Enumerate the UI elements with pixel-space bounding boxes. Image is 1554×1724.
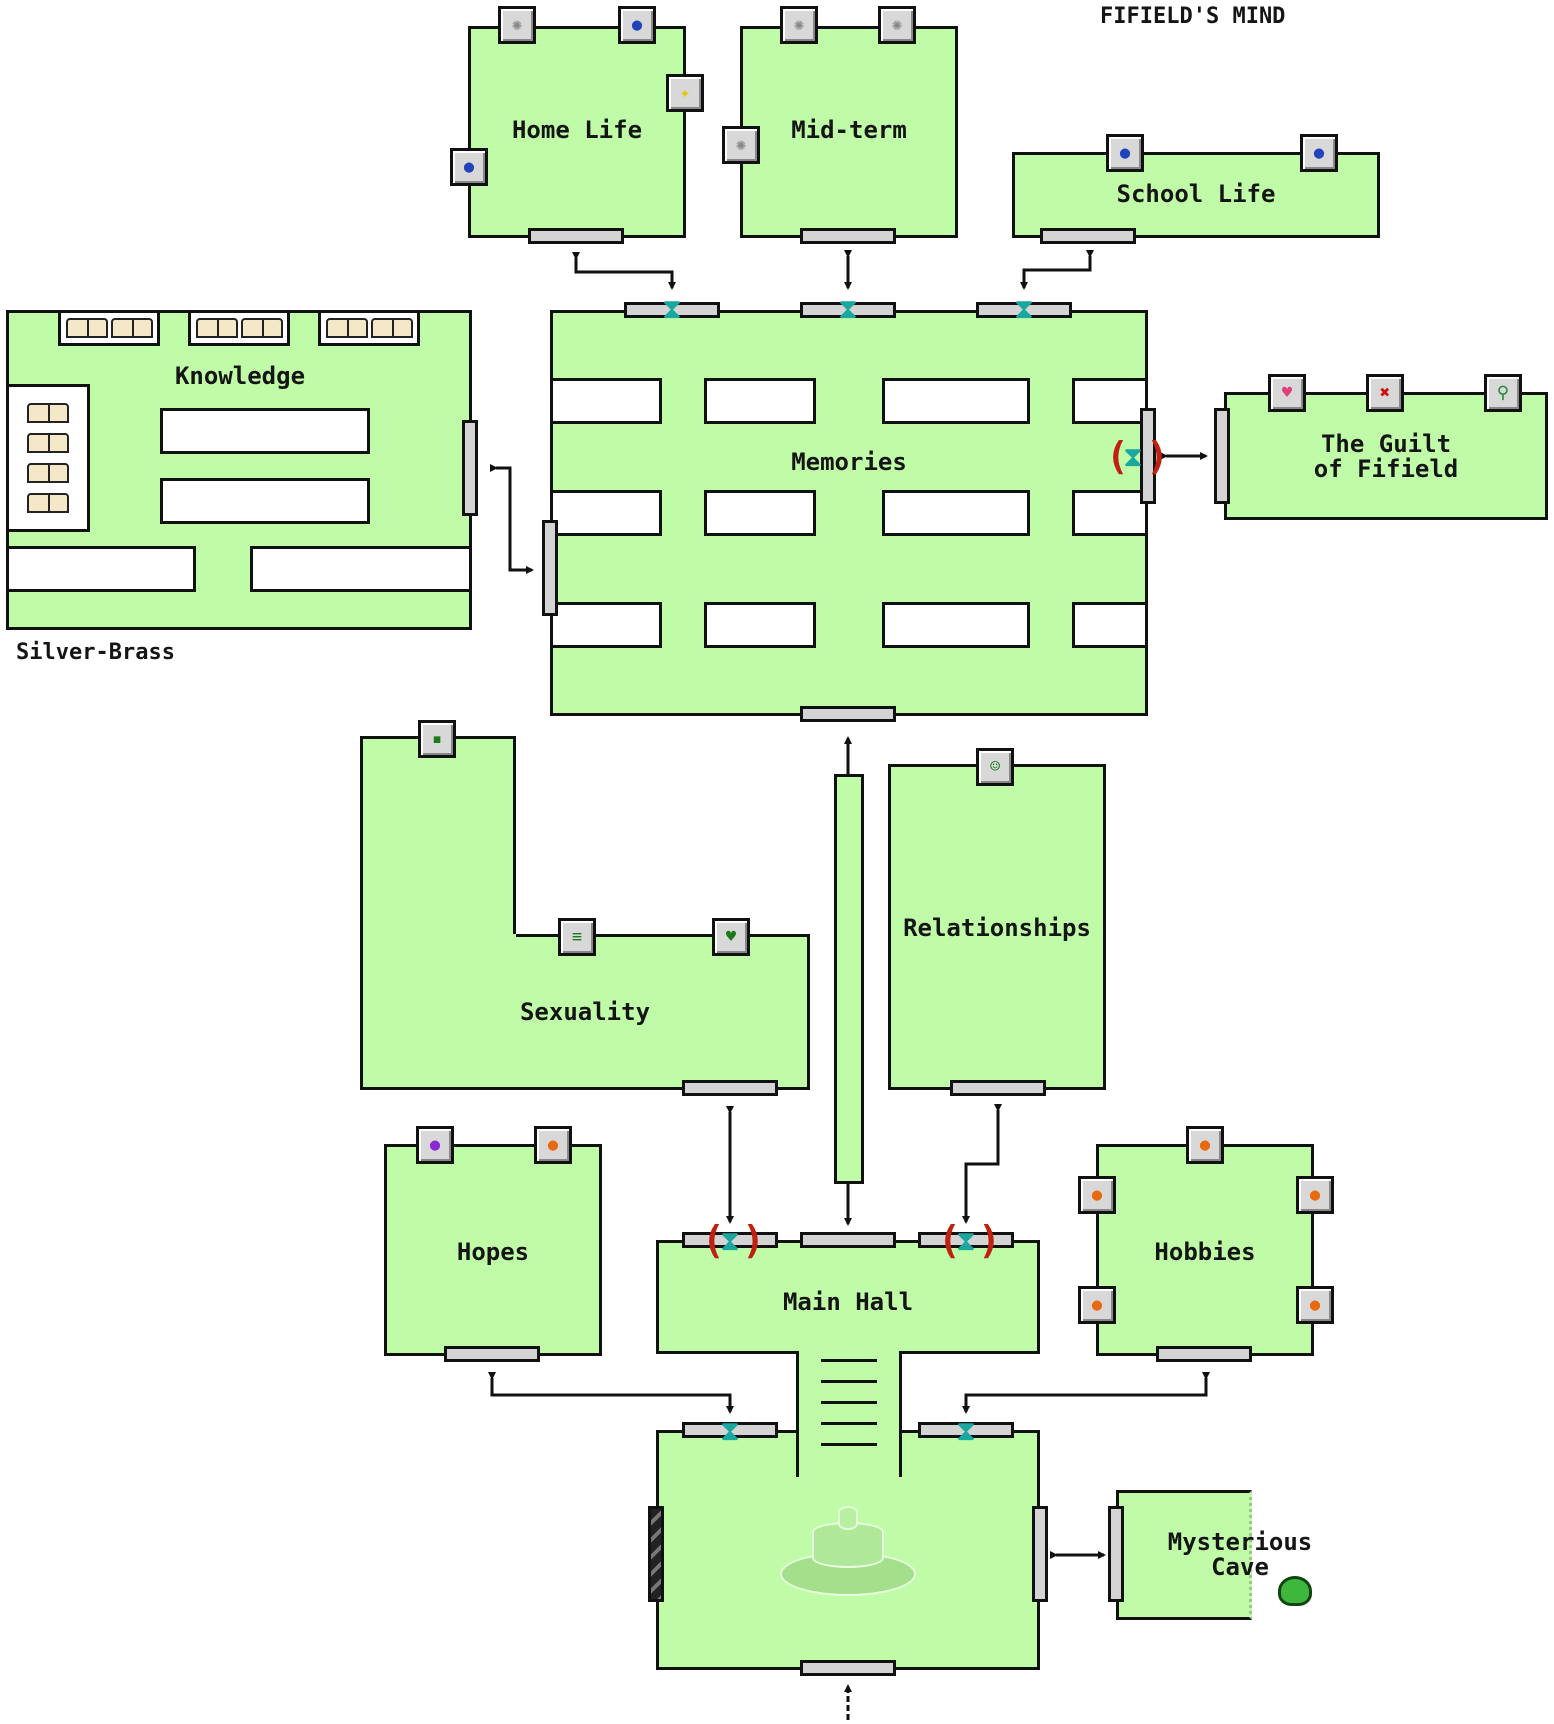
room-main-hall-label: Main Hall <box>656 1290 1040 1315</box>
bookshelf-vertical[interactable] <box>6 384 90 532</box>
memory-slot[interactable] <box>882 602 1030 648</box>
room-home-life-label: Home Life <box>468 118 686 143</box>
bookshelf[interactable] <box>318 310 420 346</box>
hourglass-icon: ⧗ <box>719 1414 741 1448</box>
knowledge-slot[interactable] <box>250 546 472 592</box>
blue-orb-icon[interactable]: ● <box>618 6 656 44</box>
orange-flame-icon[interactable]: ● <box>1078 1286 1116 1324</box>
room-hobbies-label: Hobbies <box>1096 1240 1314 1265</box>
door-mid-term[interactable] <box>800 228 896 244</box>
sparkle-icon[interactable]: ✺ <box>498 6 536 44</box>
room-mid-term-label: Mid-term <box>740 118 958 143</box>
locked-door-left[interactable] <box>648 1506 664 1602</box>
door-sexuality[interactable] <box>682 1080 778 1096</box>
door-courtyard-right[interactable] <box>1032 1506 1048 1602</box>
blue-orb-icon[interactable]: ● <box>1300 134 1338 172</box>
hourglass-icon: ⧗ <box>661 292 683 326</box>
red-x-icon[interactable]: ✖ <box>1366 374 1404 412</box>
sparkle-icon[interactable]: ✺ <box>878 6 916 44</box>
door-hobbies[interactable] <box>1156 1346 1252 1362</box>
door-guilt[interactable] <box>1214 408 1230 504</box>
memory-slot[interactable] <box>1072 378 1148 424</box>
door-knowledge[interactable] <box>462 420 478 516</box>
blue-orb-icon[interactable]: ● <box>450 148 488 186</box>
arrow-schoollife-memories <box>1024 256 1090 288</box>
arrow-hopes-fountain <box>492 1378 730 1412</box>
heart-icon[interactable]: ♥ <box>1268 374 1306 412</box>
memory-slot[interactable] <box>704 602 816 648</box>
door-entrance[interactable] <box>800 1660 896 1676</box>
room-relationships-label: Relationships <box>888 916 1106 941</box>
wall <box>513 736 516 937</box>
memory-slot[interactable] <box>1072 490 1148 536</box>
orange-flame-icon[interactable]: ● <box>1078 1176 1116 1214</box>
green-key-icon[interactable]: ⚲ <box>1484 374 1522 412</box>
room-school-life-label: School Life <box>1012 182 1380 207</box>
hourglass-icon: ⧗ <box>955 1224 977 1258</box>
memory-slot[interactable] <box>550 378 662 424</box>
knowledge-slot[interactable] <box>160 408 370 454</box>
door-memories-left[interactable] <box>542 520 558 616</box>
memory-slot[interactable] <box>1072 602 1148 648</box>
lock-bracket-icon: ) <box>978 1220 1001 1260</box>
arrow-knowledge-memories <box>496 468 532 570</box>
hourglass-icon: ⧗ <box>1122 440 1144 474</box>
memory-slot[interactable] <box>882 378 1030 424</box>
stair-passage[interactable] <box>796 1351 902 1477</box>
room-knowledge-label: Knowledge <box>90 364 390 389</box>
hourglass-icon: ⧗ <box>837 292 859 326</box>
hourglass-icon: ⧗ <box>1013 292 1035 326</box>
door-school-life[interactable] <box>1040 228 1136 244</box>
green-chip-icon[interactable]: ▪ <box>418 720 456 758</box>
green-scroll-icon[interactable]: ≡ <box>558 918 596 956</box>
green-face-icon[interactable]: ☺ <box>976 748 1014 786</box>
sparkle-icon[interactable]: ✺ <box>722 126 760 164</box>
lock-bracket-icon: ) <box>742 1220 765 1260</box>
room-mysterious-cave-label: Mysterious Cave <box>1150 1530 1330 1580</box>
room-guilt-label: The Guilt of Fifield <box>1224 432 1548 482</box>
map-title: FIFIELD'S MIND <box>1100 4 1330 29</box>
memory-slot[interactable] <box>882 490 1030 536</box>
gold-gem-icon[interactable]: ✦ <box>666 74 704 112</box>
bookshelf[interactable] <box>188 310 290 346</box>
memory-slot[interactable] <box>704 490 816 536</box>
arrow-homelife-memories <box>576 258 672 288</box>
room-memories-label: Memories <box>550 450 1148 475</box>
door-hopes[interactable] <box>444 1346 540 1362</box>
room-hopes-label: Hopes <box>384 1240 602 1265</box>
memory-slot[interactable] <box>550 602 662 648</box>
orange-flame-icon[interactable]: ● <box>534 1126 572 1164</box>
sparkle-icon[interactable]: ✺ <box>780 6 818 44</box>
bookshelf[interactable] <box>58 310 160 346</box>
door-mysterious-cave[interactable] <box>1108 1506 1124 1602</box>
purple-creature-icon[interactable]: ● <box>416 1126 454 1164</box>
lock-bracket-icon: ) <box>1146 436 1169 476</box>
hourglass-icon: ⧗ <box>955 1414 977 1448</box>
green-slime-icon[interactable] <box>1278 1576 1312 1606</box>
green-heart-icon[interactable]: ♥ <box>712 918 750 956</box>
location-caption: Silver-Brass <box>16 640 216 665</box>
arrow-hobbies-fountain <box>966 1378 1206 1412</box>
memory-slot[interactable] <box>704 378 816 424</box>
orange-flame-icon[interactable]: ● <box>1296 1286 1334 1324</box>
fountain-icon[interactable] <box>780 1512 916 1596</box>
door-relationships[interactable] <box>950 1080 1046 1096</box>
memory-slot[interactable] <box>550 490 662 536</box>
orange-flame-icon[interactable]: ● <box>1296 1176 1334 1214</box>
room-sexuality-label: Sexuality <box>360 1000 810 1025</box>
door-home-life[interactable] <box>528 228 624 244</box>
door-memories-bottom[interactable] <box>800 706 896 722</box>
arrow-relationships-mainhall <box>966 1110 998 1222</box>
hourglass-icon: ⧗ <box>719 1224 741 1258</box>
corridor[interactable] <box>834 774 864 1184</box>
orange-flame-icon[interactable]: ● <box>1186 1126 1224 1164</box>
knowledge-slot[interactable] <box>6 546 196 592</box>
door-main-hall-top[interactable] <box>800 1232 896 1248</box>
blue-orb-icon[interactable]: ● <box>1106 134 1144 172</box>
knowledge-slot[interactable] <box>160 478 370 524</box>
